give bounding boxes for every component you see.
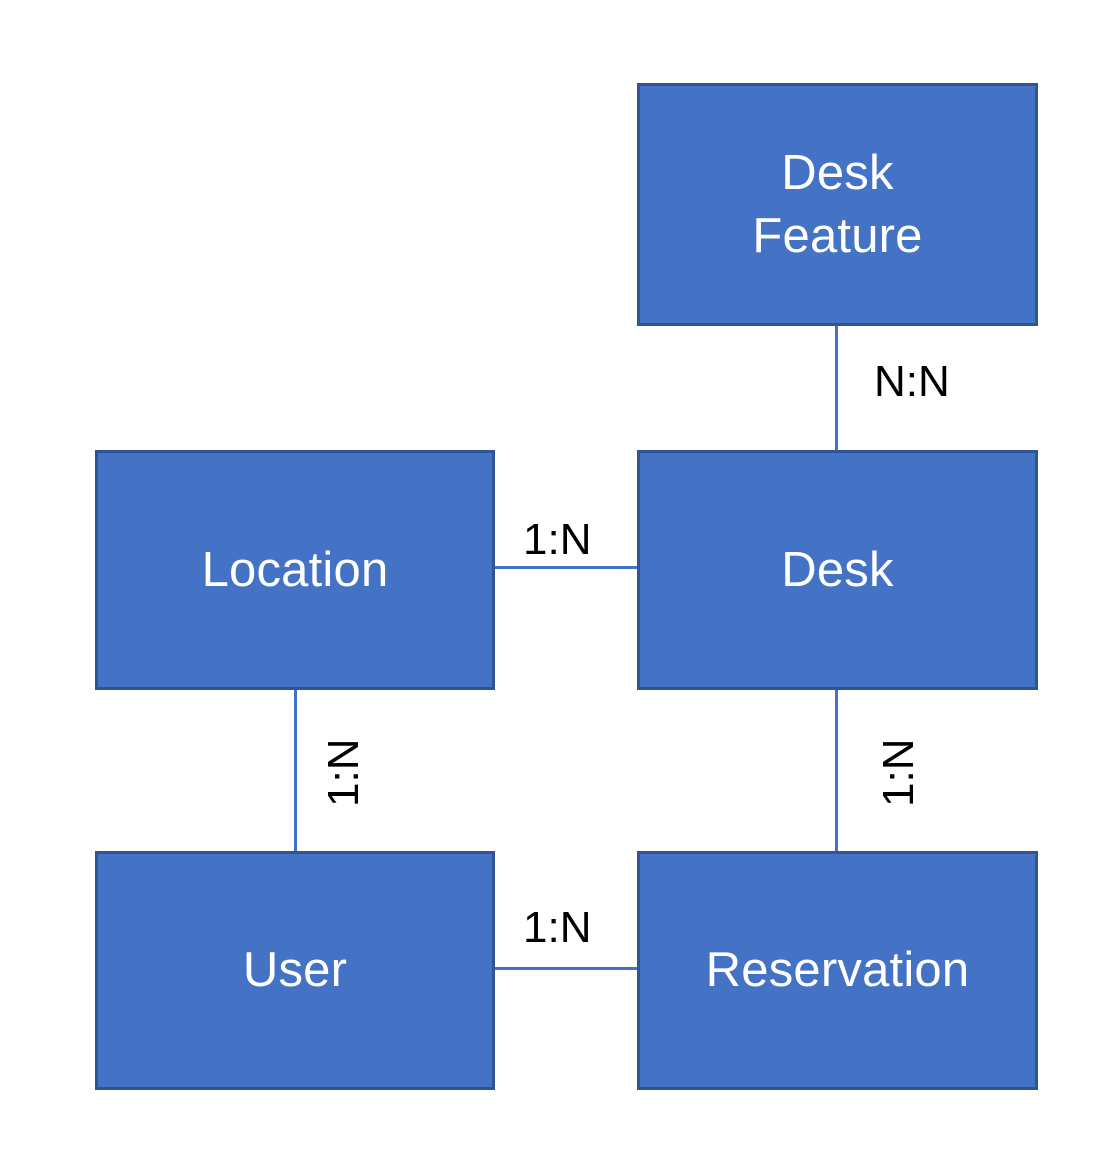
cardinality-label-location-desk: 1:N [523, 515, 592, 564]
connector-deskfeature-desk [835, 326, 838, 452]
cardinality-label-location-user: 1:N [319, 738, 368, 807]
cardinality-label-desk-reservation: 1:N [874, 738, 923, 807]
entity-user[interactable]: User [95, 851, 495, 1090]
entity-label-reservation: Reservation [705, 943, 970, 998]
entity-desk-feature[interactable]: Desk Feature [637, 83, 1038, 326]
connector-desk-reservation [835, 689, 838, 853]
entity-label-location: Location [201, 542, 389, 597]
connector-user-reservation [493, 967, 639, 970]
cardinality-label-deskfeature-desk: N:N [874, 357, 950, 406]
entity-label-desk: Desk [781, 542, 894, 597]
entity-location[interactable]: Location [95, 450, 495, 690]
cardinality-label-user-reservation: 1:N [523, 903, 592, 952]
connector-location-user [294, 689, 297, 853]
entity-desk[interactable]: Desk [637, 450, 1038, 690]
connector-location-desk [493, 566, 639, 569]
entity-label-user: User [242, 943, 348, 998]
entity-reservation[interactable]: Reservation [637, 851, 1038, 1090]
entity-label-desk-feature: Desk Feature [752, 145, 923, 263]
